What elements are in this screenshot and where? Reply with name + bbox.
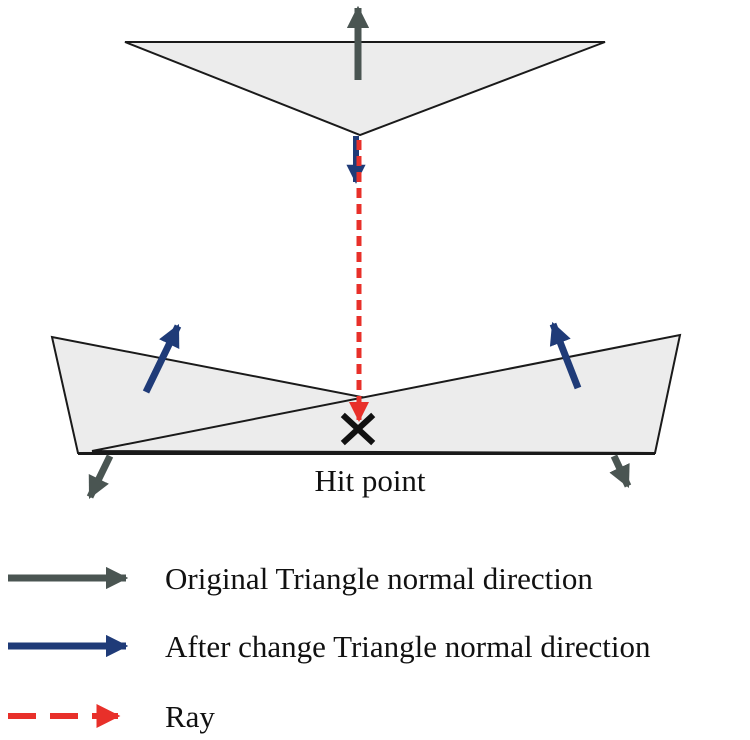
original-normal-arrow-bottom-left xyxy=(86,454,114,500)
legend-ray-label: Ray xyxy=(165,699,215,734)
legend-original-label: Original Triangle normal direction xyxy=(165,561,593,596)
bottom-right-triangle xyxy=(91,333,682,455)
legend-item-ray: Ray xyxy=(8,699,215,734)
legend-changed-label: After change Triangle normal direction xyxy=(165,629,651,664)
changed-normal-arrow-bottom-left xyxy=(142,323,182,394)
hit-point-label: Hit point xyxy=(314,463,425,498)
top-triangle xyxy=(124,41,606,137)
legend: Original Triangle normal direction After… xyxy=(8,561,651,734)
changed-normal-arrow-bottom-right xyxy=(549,321,582,390)
cross-mark-icon xyxy=(340,412,376,446)
legend-item-original: Original Triangle normal direction xyxy=(8,561,593,596)
original-normal-arrow-bottom-right xyxy=(609,454,632,489)
legend-item-changed: After change Triangle normal direction xyxy=(8,629,651,664)
